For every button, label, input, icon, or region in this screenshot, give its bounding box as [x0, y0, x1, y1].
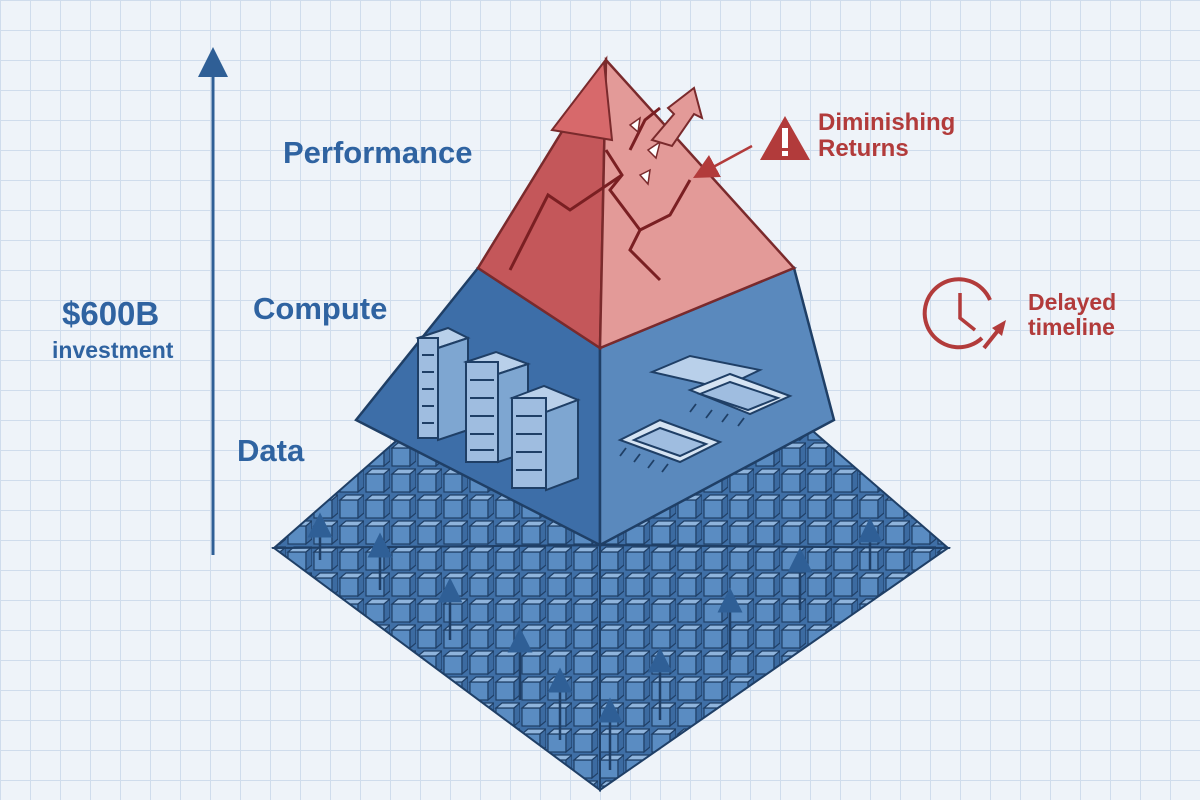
crack-icon — [508, 106, 692, 282]
warning-icon — [760, 116, 810, 160]
diminishing-line2: Returns — [818, 135, 909, 163]
clock-icon — [922, 277, 1006, 350]
data-arrows — [307, 512, 883, 770]
diminishing-returns-label: Diminishing Returns — [818, 109, 956, 163]
investment-amount: $600B — [62, 295, 160, 332]
layer-label-performance: Performance — [283, 135, 473, 170]
delayed-timeline-label: Delayed timeline — [1028, 289, 1117, 341]
server-rack-icon — [415, 326, 581, 492]
delayed-line2: timeline — [1028, 314, 1115, 341]
broken-arrow-icon — [650, 86, 704, 148]
diminishing-line1: Diminishing — [818, 109, 956, 136]
data-layer — [271, 418, 952, 792]
diminishing-callout-arrow — [693, 144, 753, 178]
chip-icon — [617, 354, 793, 473]
investment-caption: investment — [52, 337, 174, 363]
layer-label-data: Data — [237, 433, 305, 468]
performance-layer — [476, 55, 797, 351]
delayed-line1: Delayed — [1028, 289, 1117, 315]
layer-label-compute: Compute — [253, 291, 388, 326]
